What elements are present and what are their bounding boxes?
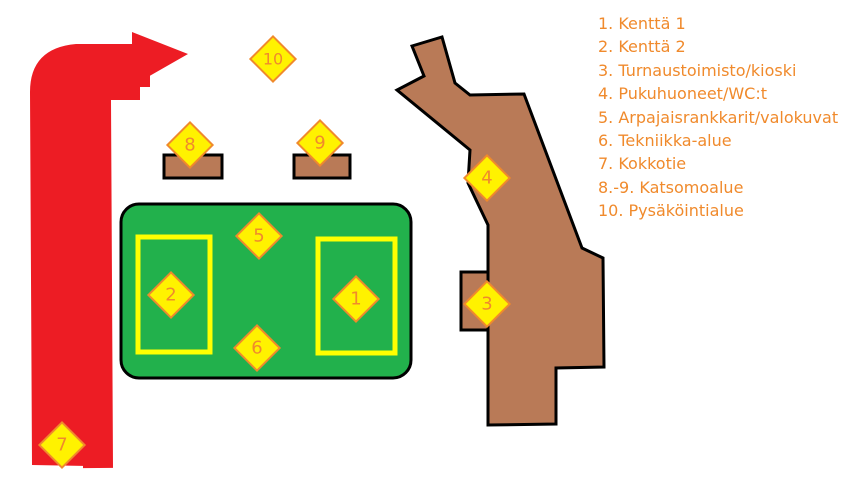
- marker-6: 6: [232, 323, 282, 373]
- marker-6-label: 6: [251, 338, 262, 359]
- pitch-1: [315, 236, 398, 356]
- marker-8-label: 8: [184, 135, 195, 156]
- marker-10-label: 10: [263, 50, 283, 69]
- marker-2-label: 2: [165, 285, 176, 306]
- marker-1-label: 1: [350, 289, 361, 310]
- marker-7-label: 7: [56, 435, 67, 456]
- legend-item: 7. Kokkotie: [598, 154, 687, 174]
- legend-item: 8.-9. Katsomoalue: [598, 177, 744, 197]
- marker-10: 10: [248, 34, 298, 84]
- legend-item: 10. Pysäköintialue: [598, 201, 744, 221]
- route-arrow-head: [132, 32, 188, 86]
- marker-3-label: 3: [481, 294, 492, 315]
- legend-item: 6. Tekniikka-alue: [598, 131, 732, 151]
- legend-item: 5. Arpajaisrankkarit/valokuvat: [598, 107, 839, 127]
- marker-9: 9: [295, 118, 345, 168]
- field-area: [119, 202, 413, 380]
- marker-5-label: 5: [253, 226, 264, 247]
- pitch-2: [135, 234, 213, 355]
- legend-item: 3. Turnaustoimisto/kioski: [598, 60, 797, 80]
- marker-5: 5: [234, 211, 284, 261]
- legend-item: 2. Kenttä 2: [598, 37, 686, 57]
- legend-item: 4. Pukuhuoneet/WC:t: [598, 84, 767, 104]
- legend-item: 1. Kenttä 1: [598, 14, 686, 33]
- marker-1: 1: [331, 274, 381, 324]
- marker-4: 4: [462, 153, 512, 203]
- marker-3: 3: [462, 279, 512, 329]
- marker-8: 8: [165, 120, 215, 170]
- marker-7: 7: [37, 420, 87, 470]
- marker-4-label: 4: [481, 168, 492, 189]
- marker-9-label: 9: [314, 133, 325, 154]
- route-arrow-body: [30, 44, 140, 466]
- main-building: [394, 35, 606, 427]
- marker-2: 2: [146, 270, 196, 320]
- map-legend: 1. Kenttä 1 2. Kenttä 2 3. Turnaustoimis…: [598, 12, 838, 223]
